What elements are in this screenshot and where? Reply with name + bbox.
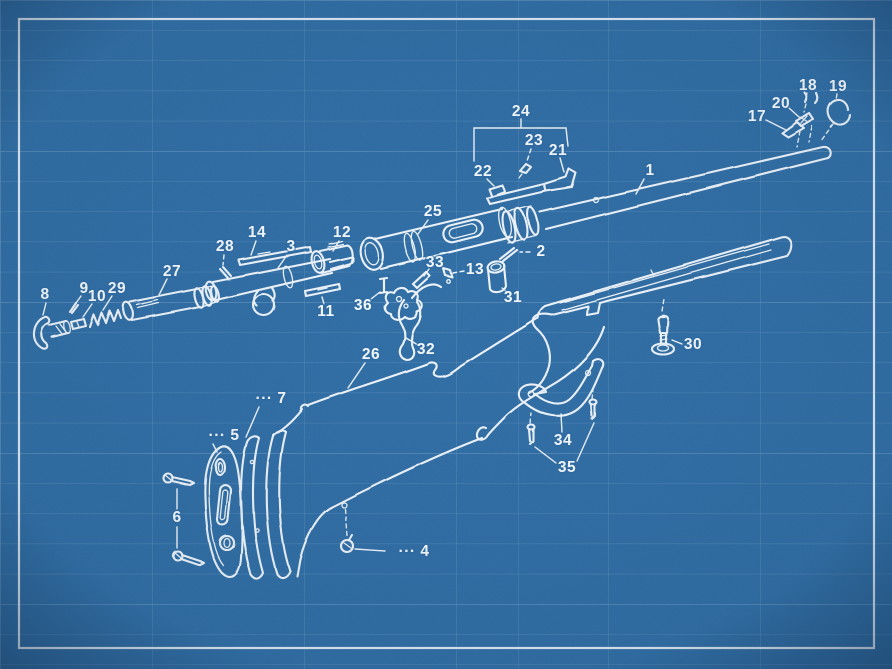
blueprint-page: 123··· 4··· 56··· 7891011121314171819202… [0,0,892,669]
vignette-overlay [0,0,892,669]
blueprint-canvas: 123··· 4··· 56··· 7891011121314171819202… [0,0,892,669]
